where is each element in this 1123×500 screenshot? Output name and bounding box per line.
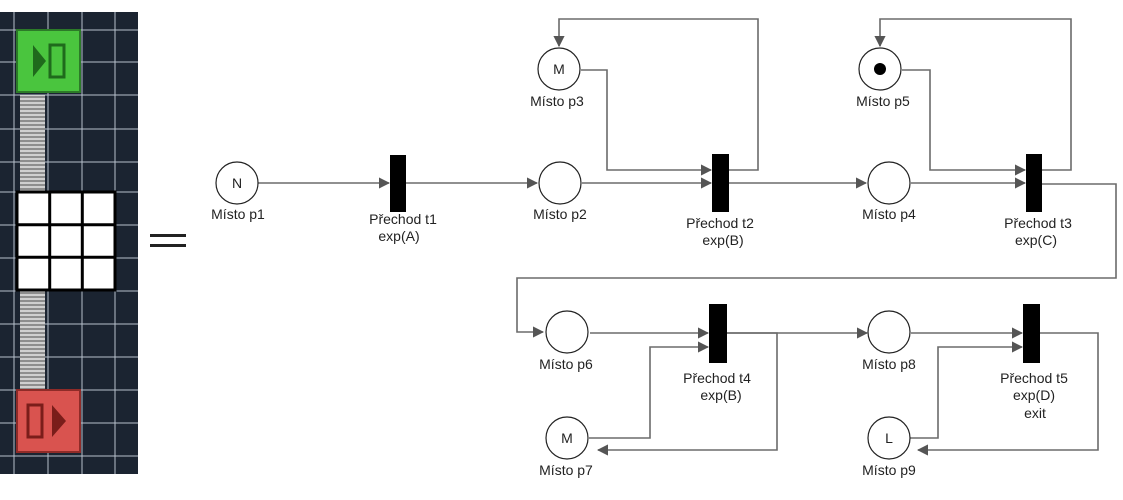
place-p3[interactable]: M Místo p3	[530, 47, 584, 109]
transition-rate: exp(D)	[1013, 387, 1055, 403]
block-panel	[0, 12, 138, 474]
token-icon	[874, 63, 886, 75]
transition-rate: exp(C)	[1015, 232, 1057, 248]
start-block-icon[interactable]	[16, 29, 81, 93]
transition-rate: exp(B)	[700, 387, 741, 403]
place-p6[interactable]: Místo p6	[539, 310, 593, 372]
transition-name: Přechod t5	[1000, 370, 1068, 386]
place-p5[interactable]: Místo p5	[856, 47, 910, 109]
transition-extra: exit	[1024, 405, 1046, 421]
connector-upper	[20, 95, 45, 193]
place-label: Místo p6	[539, 356, 593, 372]
place-label: Místo p3	[530, 93, 584, 109]
place-marking: M	[553, 61, 565, 77]
transition-name: Přechod t2	[686, 215, 754, 231]
arc-t2-p3	[553, 18, 759, 171]
place-label: Místo p2	[533, 206, 587, 222]
transition-t3[interactable]: Přechod t3 exp(C)	[1004, 154, 1072, 248]
equals-sign	[150, 234, 186, 247]
arc-t4-p7	[596, 332, 778, 456]
arcs	[258, 18, 1117, 456]
arc-t3-p5	[874, 18, 1072, 171]
transition-name: Přechod t3	[1004, 215, 1072, 231]
arc-p7-t4	[589, 341, 710, 439]
arc-t5-p9	[916, 332, 1099, 456]
place-label: Místo p9	[862, 462, 916, 478]
transition-t4[interactable]: Přechod t4 exp(B)	[683, 304, 751, 403]
place-label: Místo p4	[862, 206, 916, 222]
end-block-icon[interactable]	[16, 389, 81, 453]
place-p2[interactable]: Místo p2	[533, 161, 587, 222]
arc-p9-t5	[910, 341, 1024, 439]
place-marking: M	[561, 430, 573, 446]
arc-p5-t3	[902, 69, 1027, 176]
place-p4[interactable]: Místo p4	[862, 161, 916, 222]
place-label: Místo p8	[862, 356, 916, 372]
transition-rate: exp(A)	[378, 228, 419, 244]
arc-t3-p6	[516, 183, 1117, 338]
place-label: Místo p5	[856, 93, 910, 109]
transition-t2[interactable]: Přechod t2 exp(B)	[686, 154, 754, 248]
place-p9[interactable]: L Místo p9	[862, 416, 916, 478]
connector-lower	[20, 290, 45, 390]
transition-name: Přechod t1	[369, 211, 437, 227]
place-label: Místo p7	[539, 462, 593, 478]
transition-t1[interactable]: Přechod t1 exp(A)	[369, 155, 437, 244]
place-marking: N	[232, 175, 242, 191]
transition-name: Přechod t4	[683, 370, 751, 386]
grid-block-icon[interactable]	[15, 190, 117, 292]
transition-t5[interactable]: Přechod t5 exp(D) exit	[1000, 304, 1068, 421]
place-marking: L	[885, 430, 893, 446]
transition-rate: exp(B)	[702, 232, 743, 248]
place-p8[interactable]: Místo p8	[862, 310, 916, 372]
place-label: Místo p1	[211, 206, 265, 222]
place-p1[interactable]: N Místo p1	[211, 161, 265, 222]
place-p7[interactable]: M Místo p7	[539, 416, 593, 478]
arc-p3-t2	[581, 69, 713, 176]
